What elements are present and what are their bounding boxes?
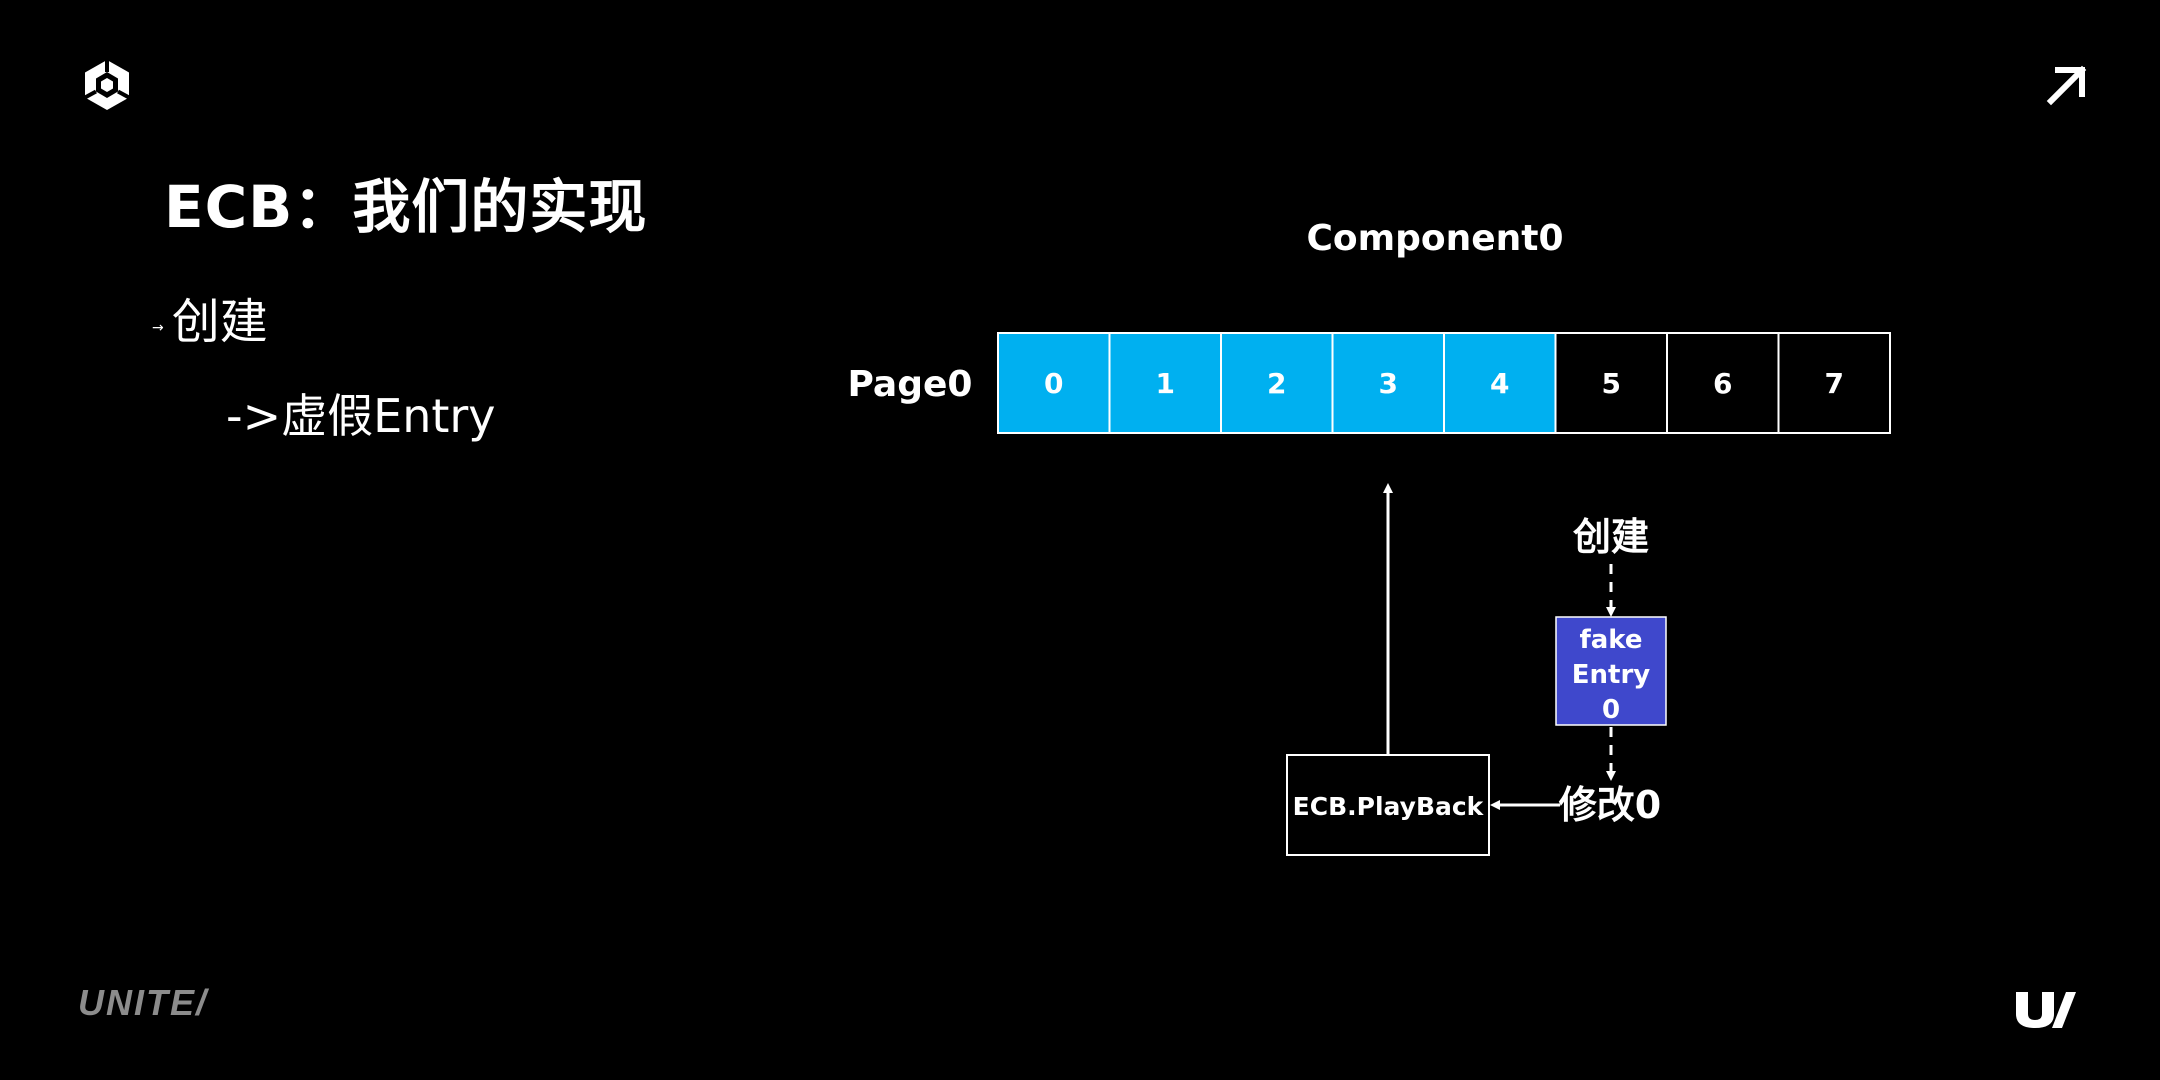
bullet-sub: ->虚假Entry — [226, 389, 496, 443]
unity-logo-icon — [84, 60, 130, 110]
bullet-main: → 创建 — [152, 282, 268, 352]
page-cells: 0 1 2 3 4 5 6 7 — [997, 332, 1891, 434]
playback-box — [1286, 754, 1490, 856]
page-label: Page0 — [848, 364, 973, 405]
page-cell-label-0: 0 — [1044, 367, 1063, 400]
page-cell-2 — [1220, 332, 1334, 434]
page-cell-7 — [1777, 332, 1891, 434]
bullet-arrow-icon: → — [152, 320, 164, 336]
page-cell-label-7: 7 — [1825, 367, 1844, 400]
page-cell-label-6: 6 — [1713, 367, 1732, 400]
fake-entry-line-3: 0 — [1602, 695, 1620, 725]
fake-entry-box — [1555, 616, 1667, 726]
fake-entry-line-2: Entry — [1572, 660, 1651, 690]
page-cell-label-5: 5 — [1602, 367, 1621, 400]
page-cell-1 — [1108, 332, 1222, 434]
page-cell-6 — [1666, 332, 1780, 434]
component-label: Component0 — [1306, 218, 1563, 259]
footer-brand: UNITE/ — [78, 982, 209, 1023]
page-cell-label-2: 2 — [1267, 367, 1286, 400]
arrow-up-right-icon — [2046, 65, 2087, 106]
fake-entry-line-1: fake — [1579, 625, 1642, 655]
bullet-main-text: 创建 — [171, 294, 268, 350]
create-label: 创建 — [1573, 515, 1649, 559]
page-cell-label-1: 1 — [1156, 367, 1175, 400]
modify-label: 修改0 — [1559, 783, 1661, 827]
page-cell-4 — [1443, 332, 1557, 434]
slide-title: ECB：我们的实现 — [164, 173, 648, 241]
playback-label: ECB.PlayBack — [1293, 792, 1485, 821]
page-cell-5 — [1554, 332, 1668, 434]
page-cell-3 — [1331, 332, 1445, 434]
page-cell-label-3: 3 — [1379, 367, 1398, 400]
u-slash-logo-icon — [2016, 992, 2076, 1028]
page-cell-label-4: 4 — [1490, 367, 1509, 400]
